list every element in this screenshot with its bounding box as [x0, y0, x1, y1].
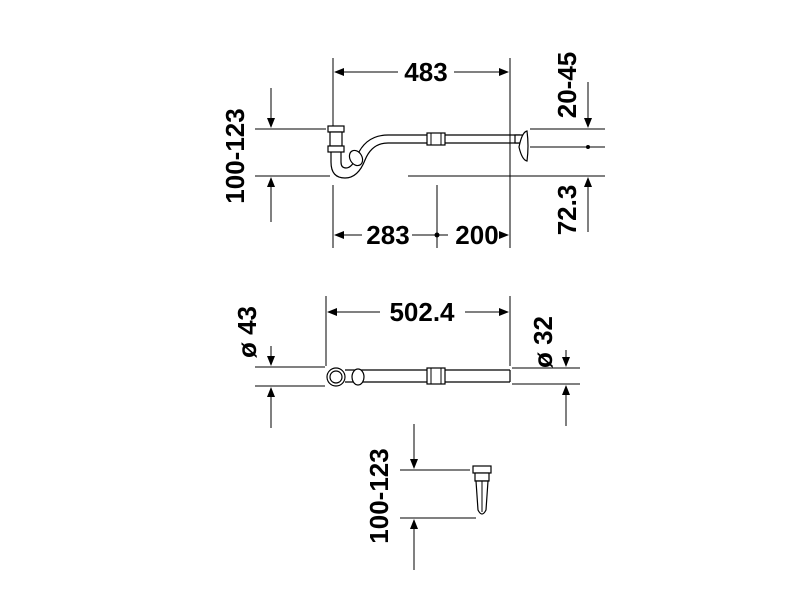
plan-union-nut: [351, 368, 365, 386]
dim-label-pipe-length: 502.4: [389, 297, 455, 327]
inlet-circle-inner: [329, 370, 343, 384]
tailpiece-detail: [472, 465, 492, 515]
tailpiece-collar: [474, 472, 490, 482]
trap-inner-curve: [340, 134, 520, 169]
dim-label-283: 283: [366, 220, 409, 250]
plan-view: 502.4 ø 43 ø 32: [232, 296, 580, 428]
detail-view: 100-123: [364, 424, 492, 570]
dim-label-tail-height: 100-123: [364, 448, 394, 543]
inlet-collar: [327, 145, 345, 153]
dim-label-inlet-diameter: ø 43: [232, 306, 262, 358]
trap-union-nut: [348, 149, 364, 167]
plan-coupling: [426, 367, 446, 385]
tailpiece-nut: [472, 465, 492, 474]
dim-label-wall-adjust: 20-45: [552, 52, 582, 119]
wall-center-dot: [586, 145, 590, 149]
siphon-trap-plan: [326, 367, 511, 387]
dim-label-outlet-diameter: ø 32: [528, 316, 558, 368]
dim-label-outlet-drop: 72.3: [552, 185, 582, 236]
dim-label-200: 200: [455, 220, 498, 250]
pipe-coupling: [426, 132, 446, 146]
elevation-view: 483 283 200 100-123 20-45 72.3: [220, 52, 605, 250]
trap-outer-curve: [330, 142, 520, 179]
dim-label-483: 483: [404, 57, 447, 87]
wall-rosette: [518, 130, 529, 162]
siphon-trap-elevation: [327, 125, 529, 179]
inlet-sleeve: [329, 131, 343, 147]
dim-dot-283-200: [434, 232, 440, 238]
inlet-nut: [327, 125, 345, 133]
dim-label-inlet-height: 100-123: [220, 108, 250, 203]
